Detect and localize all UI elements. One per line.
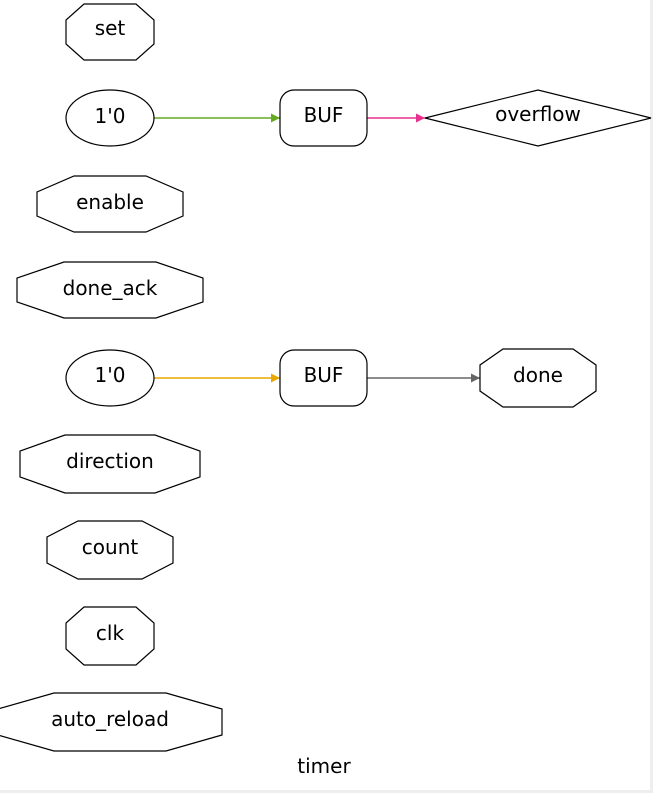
node-count[interactable]: count (46, 520, 174, 580)
node-enable-shape (36, 175, 184, 233)
node-buf-overflow[interactable]: BUF (279, 89, 368, 147)
node-set[interactable]: set (65, 3, 155, 61)
node-enable[interactable]: enable (36, 175, 184, 233)
node-done-shape (479, 348, 597, 408)
node-const-done-shape (65, 349, 155, 407)
node-set-shape (65, 3, 155, 61)
edges (154, 113, 480, 383)
node-count-label: count (82, 535, 139, 559)
node-overflow-label: overflow (495, 102, 581, 126)
node-count-shape (46, 520, 174, 580)
node-const-done-label: 1'0 (95, 363, 126, 387)
node-buf-overflow-shape (279, 89, 368, 147)
node-direction[interactable]: direction (19, 434, 201, 494)
node-auto-reload[interactable]: auto_reload (0, 692, 223, 752)
node-overflow-shape (424, 89, 652, 147)
node-overflow[interactable]: overflow (424, 89, 652, 147)
node-enable-label: enable (76, 190, 144, 214)
node-const-overflow-shape (65, 89, 155, 147)
node-set-label: set (95, 16, 126, 40)
graph-title: timer (297, 754, 351, 778)
node-const-overflow[interactable]: 1'0 (65, 89, 155, 147)
node-done-ack-label: done_ack (63, 276, 158, 300)
node-const-done[interactable]: 1'0 (65, 349, 155, 407)
node-done-label: done (513, 363, 563, 387)
node-buf-done-label: BUF (304, 363, 344, 387)
node-auto-reload-label: auto_reload (51, 707, 169, 731)
node-done-ack[interactable]: done_ack (16, 261, 204, 319)
node-clk-label: clk (96, 621, 125, 645)
node-buf-done[interactable]: BUF (279, 349, 368, 407)
node-direction-shape (19, 434, 201, 494)
node-buf-done-shape (279, 349, 368, 407)
node-done-ack-shape (16, 261, 204, 319)
node-buf-overflow-label: BUF (304, 103, 344, 127)
node-direction-label: direction (66, 449, 154, 473)
node-auto-reload-shape (0, 692, 223, 752)
node-const-overflow-label: 1'0 (95, 104, 126, 128)
node-done[interactable]: done (479, 348, 597, 408)
node-clk-shape (65, 606, 155, 666)
node-clk[interactable]: clk (65, 606, 155, 666)
